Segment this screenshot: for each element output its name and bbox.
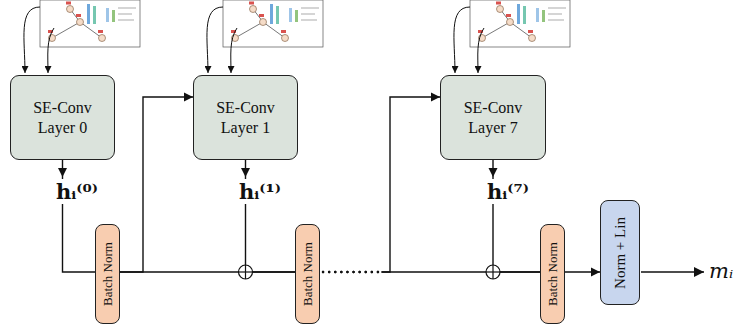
- connector: [241, 160, 295, 272]
- arrow-head: [431, 93, 440, 102]
- output-head-box: Norm + Lin: [600, 200, 640, 305]
- connector-line: [323, 271, 382, 273]
- feature-label: hᵢ⁽¹⁾: [237, 179, 283, 204]
- graph-input: [454, 0, 570, 73]
- connector: [565, 268, 600, 277]
- graph-thumbnail: [40, 0, 140, 47]
- output-label: mᵢ: [707, 259, 735, 284]
- batch-norm-box: Batch Norm: [95, 224, 120, 324]
- connector-line: [493, 160, 540, 272]
- input-arrow: [478, 28, 484, 73]
- layer-name: SE-Conv Layer 1: [205, 98, 287, 136]
- sum-symbol: [486, 265, 500, 279]
- input-arrow: [454, 7, 470, 73]
- graph-input: [207, 0, 323, 73]
- graph-thumbnail: [470, 0, 570, 47]
- connector-line: [120, 97, 193, 272]
- input-arrow: [48, 28, 54, 73]
- arrow-head: [184, 93, 193, 102]
- norm-name: Batch Norm: [545, 242, 559, 306]
- feature-label: hᵢ⁽⁷⁾: [485, 179, 531, 204]
- layer-name: SE-Conv Layer 0: [22, 98, 104, 136]
- arrow-head: [241, 168, 250, 177]
- graph-thumbnail: [223, 0, 323, 47]
- head-name: Norm + Lin: [612, 217, 629, 289]
- sum-symbol: [239, 265, 253, 279]
- layer-name: SE-Conv Layer 7: [452, 98, 534, 136]
- connector-line: [63, 160, 96, 272]
- norm-name: Batch Norm: [100, 242, 114, 306]
- connector-line: [323, 271, 382, 273]
- feature-label: hᵢ⁽⁰⁾: [54, 179, 100, 204]
- input-arrow: [207, 7, 223, 73]
- arrow-head: [58, 168, 67, 177]
- connector-line: [246, 160, 296, 272]
- arrow-head: [489, 168, 498, 177]
- batch-norm-box: Batch Norm: [295, 224, 320, 324]
- connector: [323, 93, 440, 273]
- norm-name: Batch Norm: [300, 242, 314, 306]
- graph-input: [24, 0, 140, 73]
- conv-layer-box: SE-Conv Layer 1: [193, 75, 298, 160]
- connector: [120, 93, 193, 273]
- conv-layer-box: SE-Conv Layer 0: [10, 75, 115, 160]
- input-arrow: [231, 28, 237, 73]
- conv-layer-box: SE-Conv Layer 7: [440, 75, 546, 160]
- input-arrow: [24, 7, 40, 73]
- connector-line: [382, 97, 440, 272]
- batch-norm-box: Batch Norm: [540, 224, 565, 324]
- arrow-head: [591, 268, 600, 277]
- connector: [58, 160, 95, 272]
- output-arrow: [641, 271, 704, 272]
- connector: [489, 160, 541, 272]
